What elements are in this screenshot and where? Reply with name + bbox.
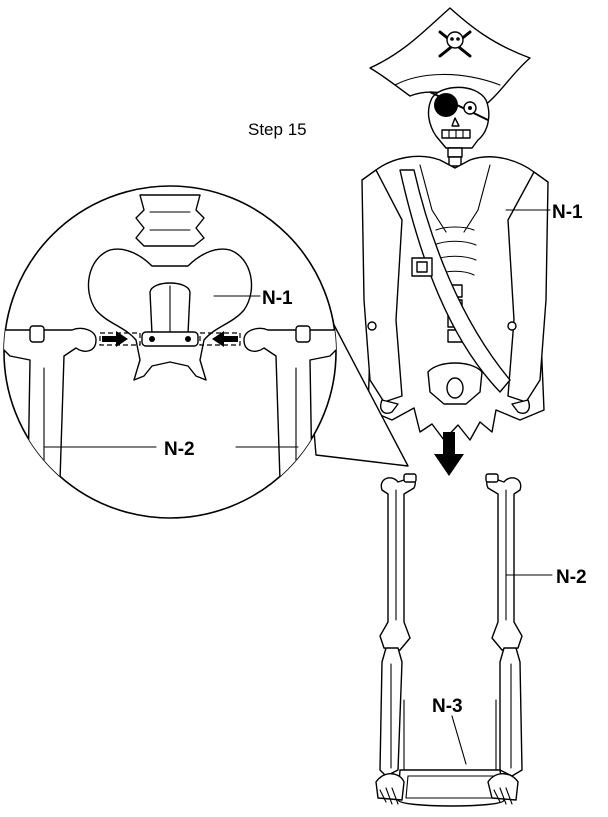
label-n2-detail: N-2	[164, 439, 195, 460]
label-n1-detail: N-1	[262, 288, 293, 309]
label-n3: N-3	[432, 696, 463, 717]
leg-left	[380, 474, 416, 776]
down-arrow-icon	[434, 432, 464, 476]
label-n1-main: N-1	[552, 202, 583, 223]
detail-callout	[0, 186, 408, 518]
label-n2-main: N-2	[556, 567, 587, 588]
skull	[429, 87, 489, 166]
pelvis-main	[428, 363, 482, 404]
leg-right	[486, 474, 522, 776]
step-label: Step 15	[248, 120, 307, 139]
